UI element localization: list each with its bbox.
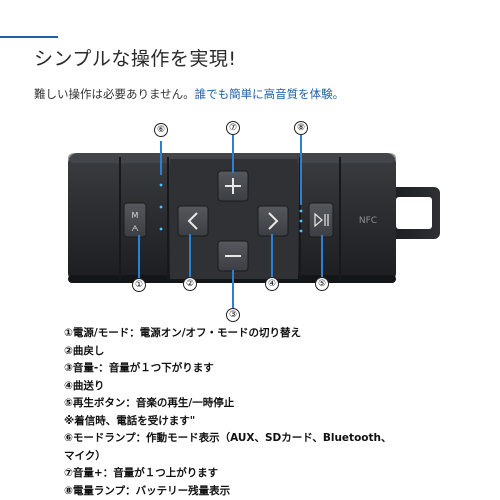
callout-lines — [138, 135, 323, 308]
spec-line: ②曲戻し — [64, 344, 105, 357]
spec-line: マイク） — [64, 449, 106, 462]
accent-line — [0, 36, 58, 38]
subtitle-accent: 誰でも簡単に高音質を体験。 — [194, 87, 345, 101]
volume-down-button[interactable] — [217, 240, 249, 272]
spec-line: ③音量-：音量が１つ下がります — [64, 362, 214, 374]
strap-loop — [388, 187, 440, 239]
volume-up-button[interactable] — [217, 170, 249, 202]
callout-8: ⑧ — [294, 121, 308, 135]
callout-7: ⑦ — [226, 121, 240, 135]
spec-line: ⑥モードランプ：作動モード表示（AUX、SDカード、Bluetooth、 — [64, 432, 392, 444]
mode-led-lamps — [159, 183, 163, 231]
previous-track-button[interactable] — [177, 205, 209, 237]
spec-line: ④曲送り — [64, 379, 105, 392]
subtitle-normal: 難しい操作は必要ありません。 — [34, 87, 195, 101]
play-pause-icon — [314, 212, 329, 228]
speaker-device-illustration: M ᗅ NFC — [68, 135, 440, 308]
plus-icon — [225, 178, 241, 194]
feature-description-list: ①電源/モード：電源オン/オフ・モードの切り替え ②曲戻し ③音量-：音量が１つ… — [64, 325, 484, 500]
mode-label-top: M — [132, 211, 139, 220]
callout-3: ③ — [226, 308, 240, 322]
nfc-label: NFC — [359, 216, 377, 226]
spec-line: ⑤再生ボタン：音楽の再生/一時停止 — [64, 397, 235, 409]
mode-label-bottom: ᗅ — [131, 224, 139, 233]
play-pause-button[interactable] — [308, 202, 334, 238]
page-title: シンプルな操作を実現! — [34, 48, 237, 70]
panel-dividers — [119, 157, 341, 281]
mode-power-button[interactable]: M ᗅ — [123, 202, 147, 238]
page-subtitle: 難しい操作は必要ありません。誰でも簡単に高音質を体験。 — [34, 86, 344, 102]
chevron-left-icon — [187, 212, 198, 230]
callout-4: ④ — [265, 277, 279, 291]
spec-line: ⑧電量ランプ：バッテリー残量表示 — [64, 484, 231, 497]
battery-led-lamps — [299, 209, 303, 233]
callout-1: ① — [132, 278, 146, 292]
callout-2: ② — [183, 277, 197, 291]
spec-line: ①電源/モード：電源オン/オフ・モードの切り替え — [64, 327, 302, 339]
spec-line: ⑦音量+：音量が１つ上がります — [64, 467, 219, 479]
callout-6: ⑥ — [154, 123, 168, 137]
chevron-right-icon — [268, 212, 279, 230]
spec-line: ※着信時、電話を受けます" — [64, 414, 196, 427]
callout-5: ⑤ — [315, 277, 329, 291]
next-track-button[interactable] — [257, 205, 289, 237]
